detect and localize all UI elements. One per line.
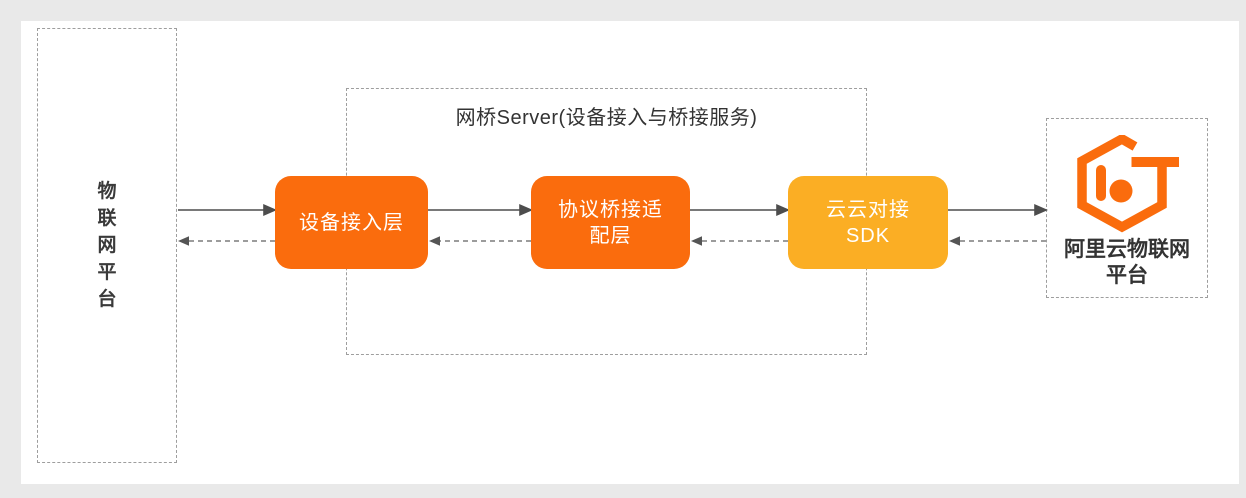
device-access-layer-label: 设备接入层 bbox=[299, 211, 404, 234]
iot-logo-dot bbox=[1109, 179, 1133, 203]
aliyun-iot-logo-icon bbox=[1077, 135, 1179, 233]
protocol-bridge-layer-label-line2: 配层 bbox=[589, 224, 632, 247]
cloud-cloud-sdk-label-line2: SDK bbox=[845, 224, 891, 247]
iot-logo-t-bar bbox=[1131, 157, 1179, 167]
node-iot-platform: 物联网平台 bbox=[37, 28, 177, 463]
dashed-arrowhead-1 bbox=[178, 236, 189, 246]
aliyun-iot-platform-label-line1: 阿里云物联网 bbox=[1064, 238, 1190, 261]
aliyun-iot-platform-label: 阿里云物联网 平台 bbox=[1064, 237, 1190, 289]
node-device-access-layer: 设备接入层 bbox=[275, 176, 428, 269]
iot-platform-label: 物联网平台 bbox=[97, 181, 117, 310]
node-aliyun-iot-platform: 阿里云物联网 平台 bbox=[1046, 118, 1208, 298]
iot-logo-i-bar bbox=[1096, 165, 1106, 201]
solid-arrowhead-4 bbox=[1034, 203, 1049, 217]
node-cloud-cloud-sdk: 云云对接 SDK bbox=[788, 176, 948, 269]
iot-logo-hexagon bbox=[1077, 135, 1167, 233]
aliyun-iot-platform-label-line2: 平台 bbox=[1106, 264, 1148, 287]
protocol-bridge-layer-label-line1: 协议桥接适 bbox=[558, 198, 663, 221]
diagram-canvas: 物联网平台 网桥Server(设备接入与桥接服务) 阿里云物联网 平台 bbox=[21, 21, 1239, 484]
node-protocol-bridge-layer: 协议桥接适 配层 bbox=[531, 176, 690, 269]
dashed-arrowhead-4 bbox=[949, 236, 960, 246]
cloud-cloud-sdk-label-line1: 云云对接 bbox=[826, 198, 910, 221]
solid-arrowhead-1 bbox=[263, 203, 278, 217]
bridge-server-title: 网桥Server(设备接入与桥接服务) bbox=[455, 107, 758, 129]
